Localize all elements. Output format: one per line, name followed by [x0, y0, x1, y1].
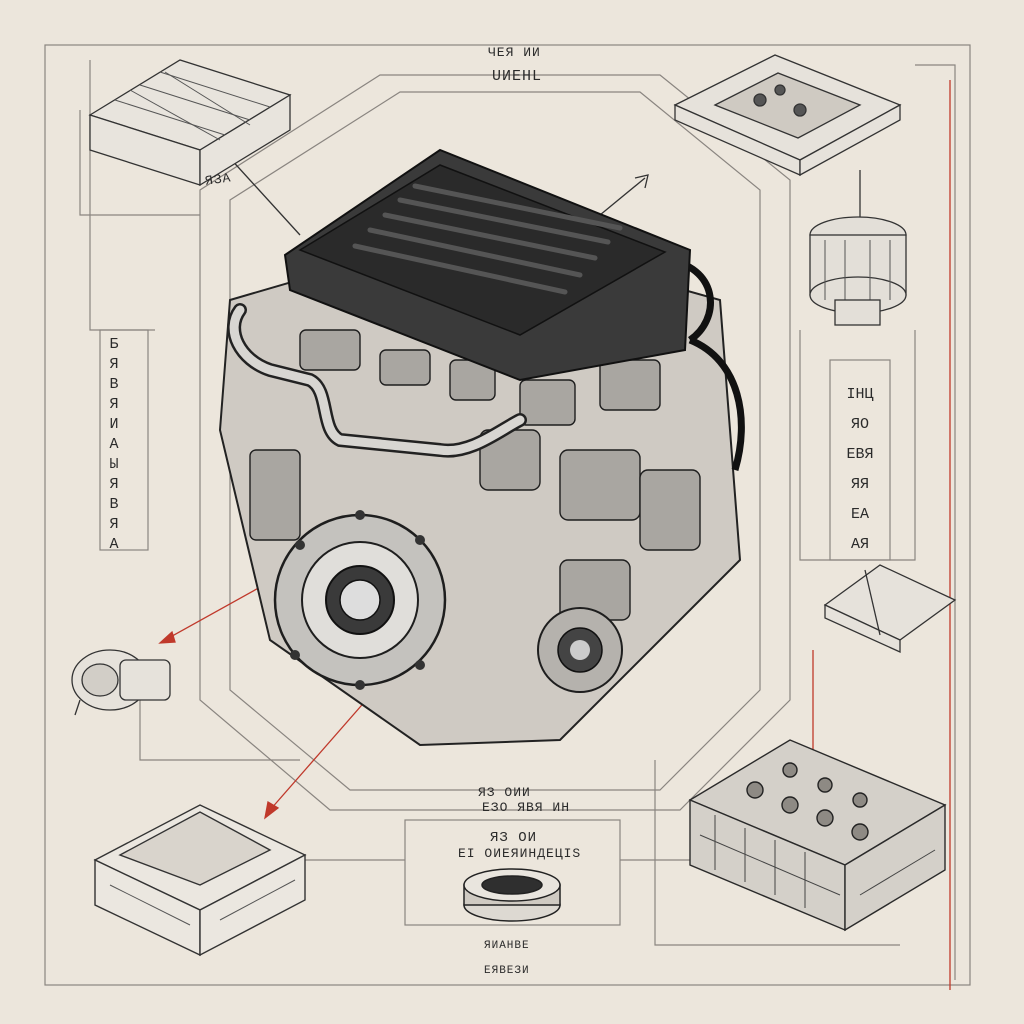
cylinder-head-icon: [688, 739, 947, 932]
engine-illustration: [218, 148, 745, 747]
pump-component-icon: [71, 649, 171, 716]
top-subtitle: UИEHL: [492, 68, 543, 85]
bottom-small-1: ЯИАНВЕ: [484, 940, 530, 952]
bottom-caption-1: ЯЗ ОИИ: [478, 785, 531, 800]
box-line-2: ЕІ ОИЕЯИНДЕЦIS: [458, 846, 582, 861]
bottom-small-2: ЕЯВЕЗИ: [484, 965, 530, 977]
turbo-component-icon: [809, 216, 907, 326]
ecu-module-icon: [88, 59, 292, 187]
bearing-ring-icon: [463, 868, 561, 922]
bracket-component-icon: [823, 564, 957, 654]
top-title: ЧЕЯ ИИ: [488, 45, 541, 60]
plate-component-icon: [673, 54, 902, 177]
box-module-icon: [93, 804, 307, 957]
bottom-caption-2: ЕЗО ЯВЯ ИН: [482, 800, 571, 815]
box-line-1: ЯЗ ОИ: [490, 830, 538, 846]
